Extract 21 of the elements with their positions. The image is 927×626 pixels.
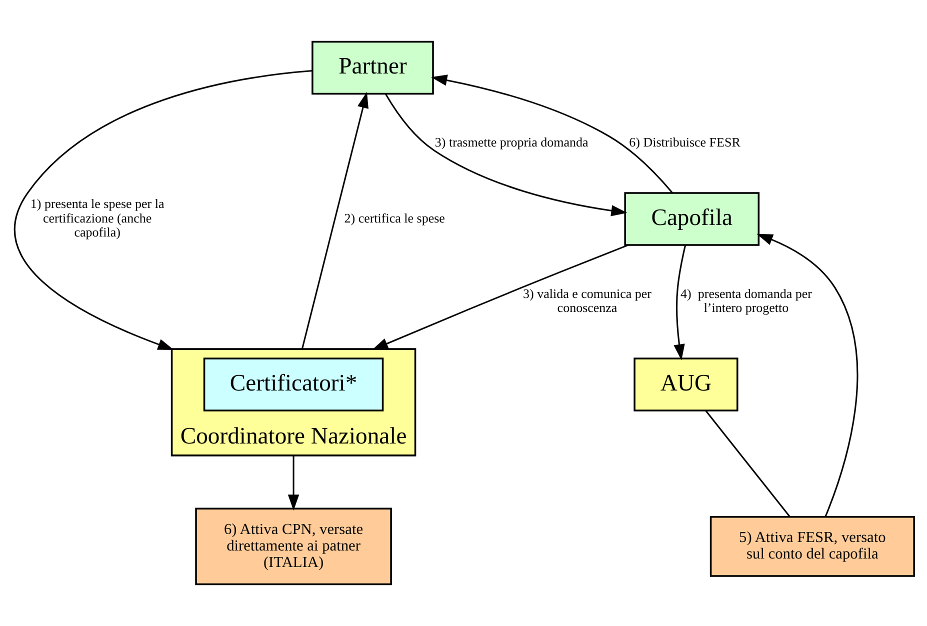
arrow xyxy=(430,74,672,194)
node-box: 5) Attiva FESR, versato sul conto del capofila xyxy=(709,516,914,577)
arrow xyxy=(384,94,627,216)
node-box: Certificatori* xyxy=(202,358,384,412)
edge-label: 3) trasmette propria domanda xyxy=(434,134,588,150)
arrow xyxy=(371,244,628,350)
node-box: AUG xyxy=(633,358,738,412)
arrow xyxy=(14,70,312,350)
node-box: Partner xyxy=(311,40,434,95)
arrow xyxy=(287,455,299,511)
edge-label: 2) certifica le spese xyxy=(344,210,444,226)
arrow xyxy=(300,92,368,350)
edge-label: 4) presenta domanda per l’intero progetto xyxy=(680,286,812,316)
arrow xyxy=(673,245,686,360)
edge-label: 3) valida e comunica per conoscenza xyxy=(522,286,652,316)
arrow xyxy=(756,234,858,517)
connector xyxy=(704,410,790,518)
edge-label: 1) presenta le spese per la certificazione (anche capofila) xyxy=(30,196,164,240)
node-box: Capofila xyxy=(624,192,760,246)
node-box: 6) Attiva CPN, versate direttamente ai patner (ITALIA) xyxy=(194,508,392,586)
edge-label: 6) Distribuisce FESR xyxy=(628,134,740,150)
